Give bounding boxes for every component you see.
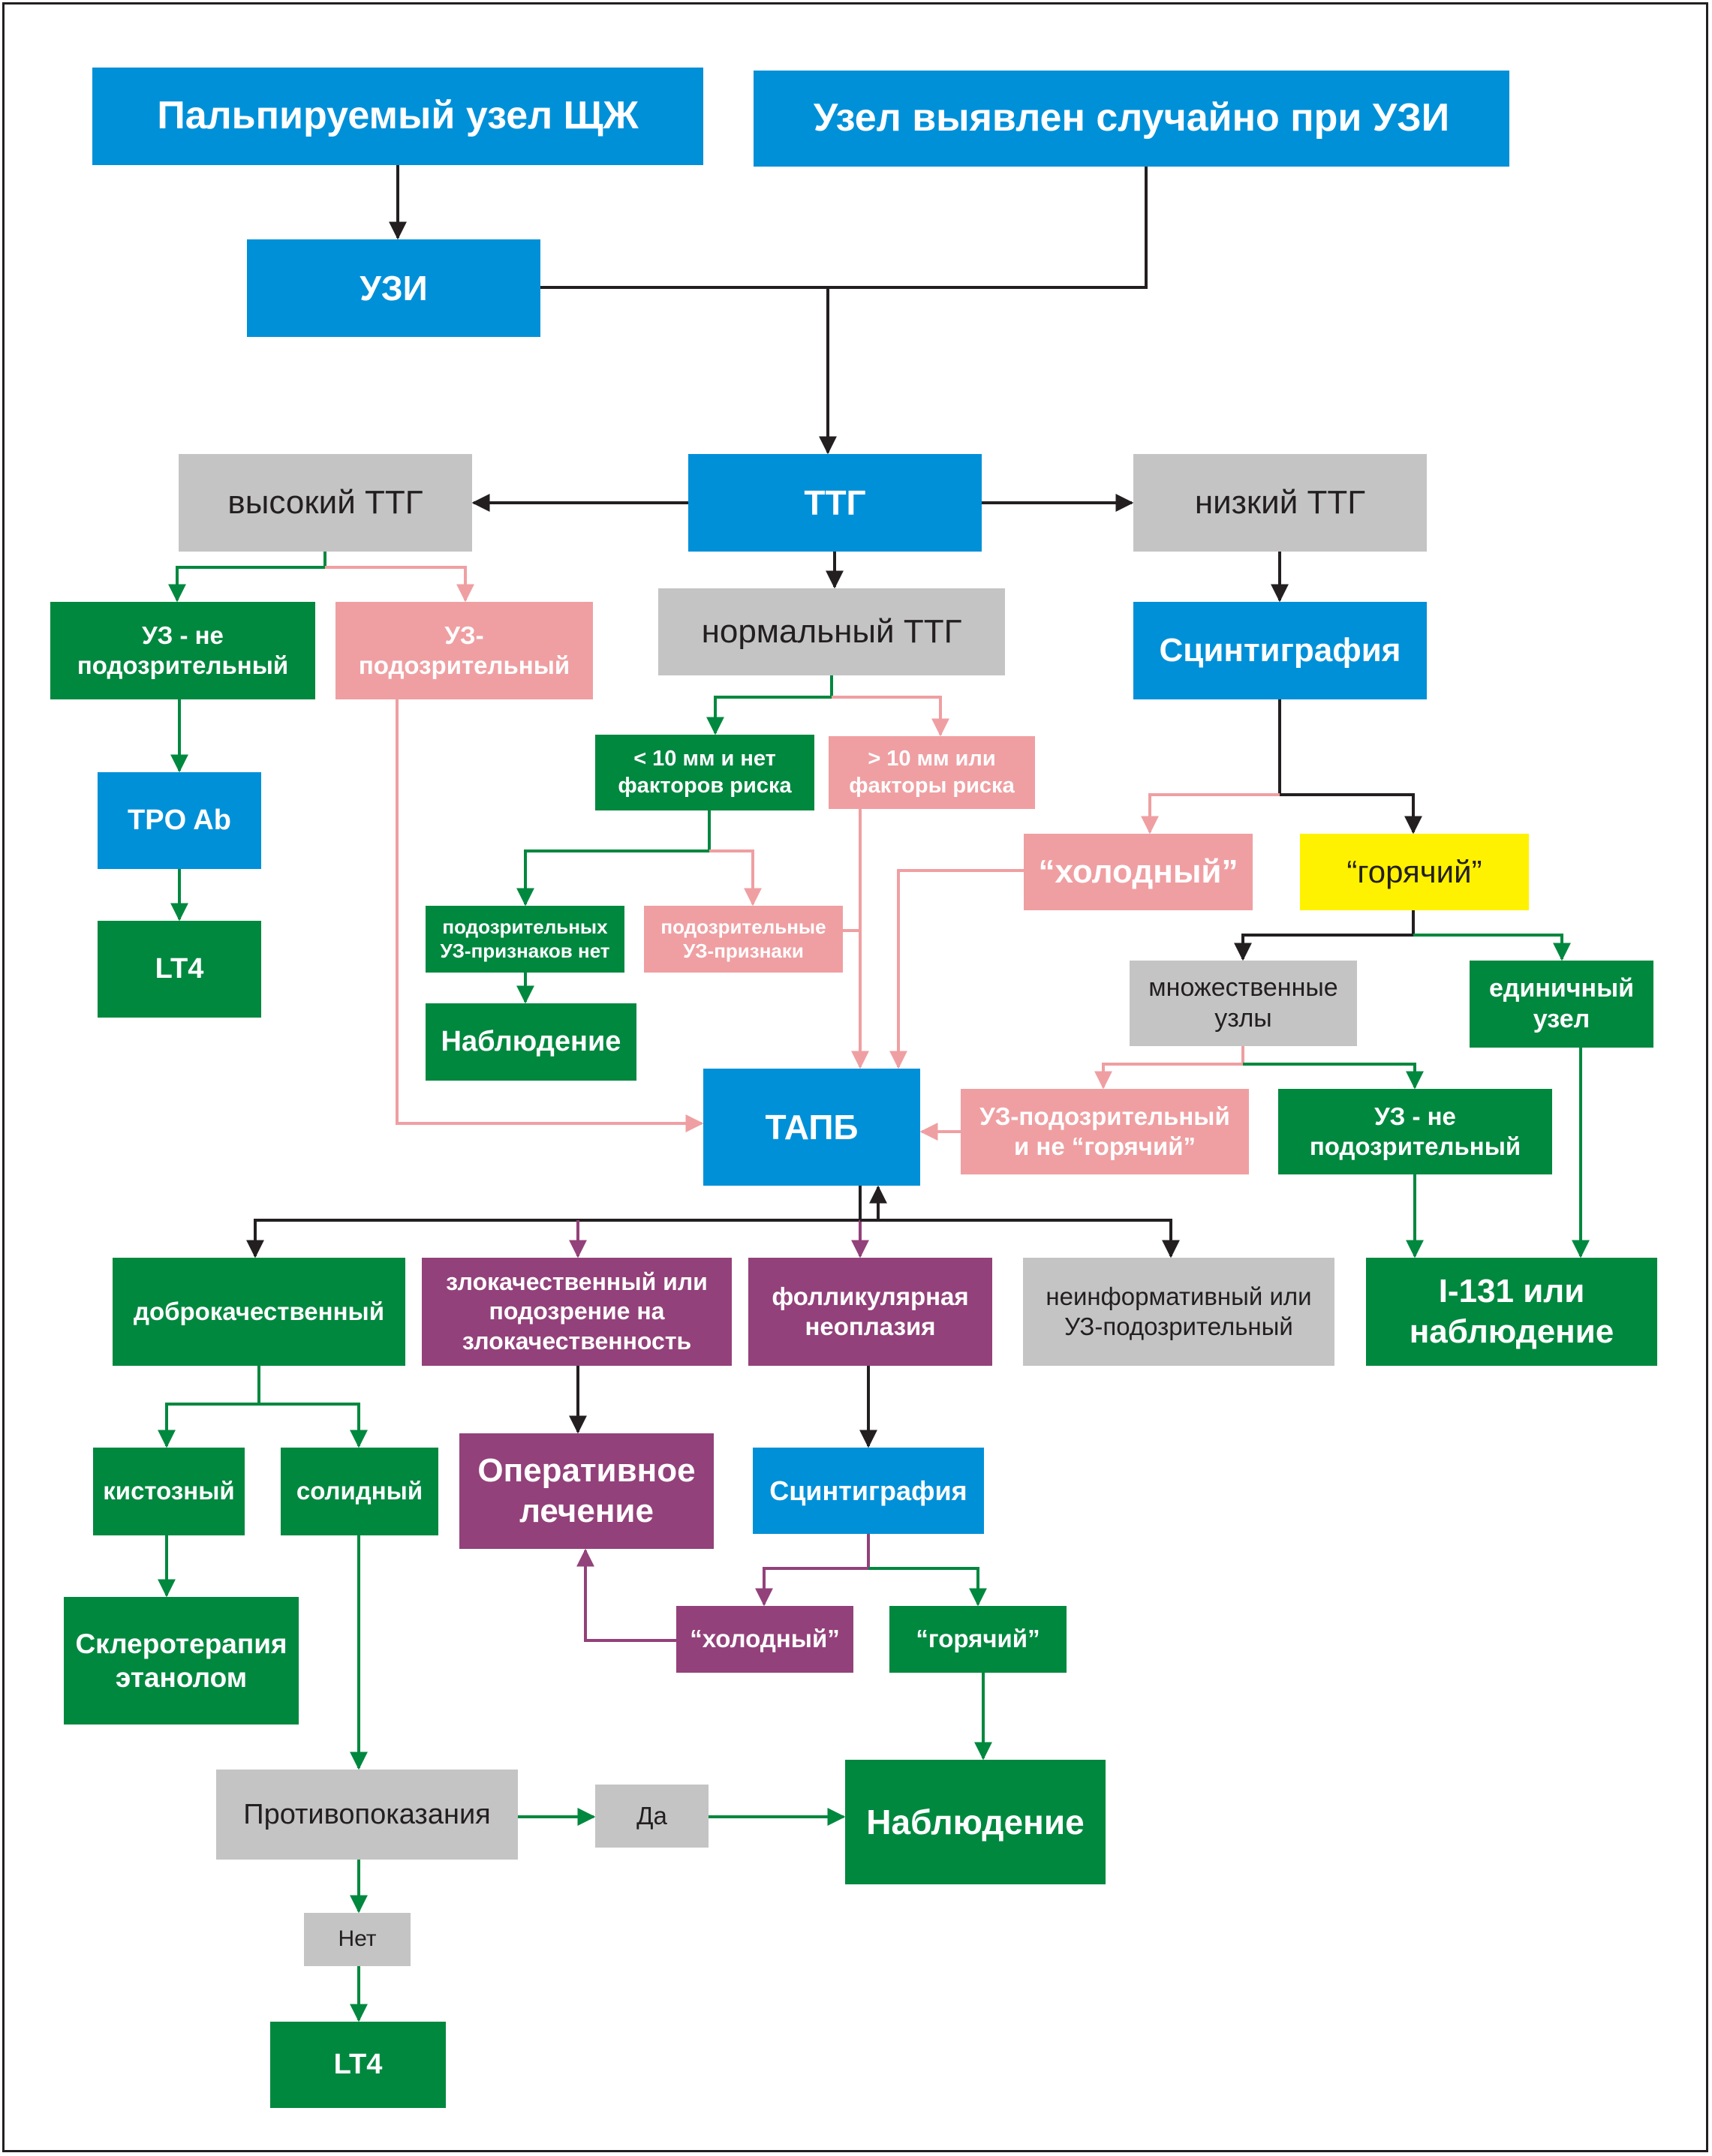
arrow-noninf-back-to-tapb	[869, 1185, 1171, 1222]
large-or-risk-box: > 10 мм или факторы риска	[829, 736, 1035, 809]
tsh-box: ТТГ	[688, 454, 982, 552]
arrow-scint-to-hot	[1280, 793, 1422, 834]
small-no-risk-box: < 10 мм и нет факторов риска	[595, 735, 814, 810]
arrow-tapb-to-benign	[246, 1219, 860, 1258]
low-tsh-box: низкий ТТГ	[1133, 454, 1427, 552]
arrow-high-to-uz-not-susp	[168, 552, 326, 603]
arrow-cold-to-tapb	[889, 869, 1024, 1069]
surgery-box: Оперативное лечение	[459, 1433, 714, 1549]
arrow-normal-to-small	[706, 675, 833, 735]
multiple-nodes-box: множественные узлы	[1130, 961, 1357, 1046]
arrow-benign-to-solid	[259, 1403, 368, 1448]
lt4-box-top: LT4	[98, 921, 261, 1018]
us-not-suspicious-box: УЗ - не подозрительный	[50, 602, 315, 699]
ultrasound-box: УЗИ	[247, 239, 540, 337]
line-incidental-to-uzi	[540, 167, 1148, 289]
arrow-scint-to-cold	[1141, 793, 1280, 834]
tpo-ab-box: TPO Ab	[98, 772, 261, 869]
hot-node-box-bottom: “горячий”	[889, 1606, 1067, 1673]
lt4-box-bottom: LT4	[270, 2022, 446, 2108]
contraindications-box: Противопоказания	[216, 1770, 518, 1860]
incidental-node-box: Узел выявлен случайно при УЗИ	[754, 71, 1509, 167]
arrow-uz-susp-to-tapb	[396, 699, 704, 1132]
arrow-benign-to-cystic	[158, 1366, 260, 1448]
us-not-suspicious-box-right: УЗ - не подозрительный	[1278, 1089, 1552, 1174]
arrow-scint-to-hot-bottom	[868, 1567, 987, 1607]
hot-node-box-top: “горячий”	[1300, 834, 1529, 910]
no-suspicious-signs-box: подозрительных УЗ-признаков нет	[426, 906, 624, 973]
cold-node-box-bottom: “холодный”	[676, 1606, 853, 1673]
cystic-box: кистозный	[93, 1448, 245, 1535]
us-suspicious-not-hot-box: УЗ-подозрительный и не “горячий”	[961, 1089, 1249, 1174]
suspicious-signs-box: подозрительные УЗ-признаки	[644, 906, 843, 973]
single-node-box: единичный узел	[1470, 961, 1653, 1048]
arrow-high-to-uz-susp	[325, 566, 474, 603]
arrow-normal-to-large	[832, 696, 949, 737]
follicular-neoplasia-box: фолликулярная неоплазия	[748, 1258, 992, 1366]
arrow-cold-to-surgery	[576, 1548, 676, 1642]
arrow-small-to-no-signs	[516, 810, 711, 907]
observation-box-top: Наблюдение	[426, 1003, 636, 1081]
arrow-scint-to-cold-bottom	[755, 1534, 870, 1607]
yes-box: Да	[595, 1785, 709, 1848]
arrow-small-to-susp-signs	[709, 849, 762, 907]
palpable-node-box: Пальпируемый узел ЩЖ	[92, 68, 703, 165]
observation-box-bottom: Наблюдение	[845, 1760, 1106, 1884]
scintigraphy-box-bottom: Сцинтиграфия	[753, 1448, 984, 1534]
sclerotherapy-box: Склеротерапия этанолом	[64, 1597, 299, 1724]
high-tsh-box: высокий ТТГ	[179, 454, 472, 552]
fna-biopsy-box: ТАПБ	[703, 1069, 920, 1186]
us-suspicious-box: УЗ- подозрительный	[335, 602, 593, 699]
arrow-multi-to-uz-susp	[1094, 1046, 1244, 1090]
i131-or-observation-box: I-131 или наблюдение	[1366, 1258, 1657, 1366]
arrow-multi-to-uz-not-susp	[1243, 1063, 1424, 1090]
cold-node-box-top: “холодный”	[1024, 834, 1253, 910]
arrow-tapb-to-noninf	[860, 1219, 1180, 1258]
scintigraphy-box: Сцинтиграфия	[1133, 602, 1427, 699]
normal-tsh-box: нормальный ТТГ	[658, 588, 1005, 675]
no-box: Нет	[304, 1913, 411, 1966]
malignant-box: злокачественный или подозрение на злокач…	[422, 1258, 732, 1366]
arrow-hot-to-multi	[1234, 910, 1415, 961]
non-informative-box: неинформативный или УЗ-подозрительный	[1023, 1258, 1334, 1366]
solid-box: солидный	[281, 1448, 438, 1535]
benign-box: доброкачественный	[113, 1258, 405, 1366]
arrow-hot-to-single	[1413, 934, 1571, 961]
